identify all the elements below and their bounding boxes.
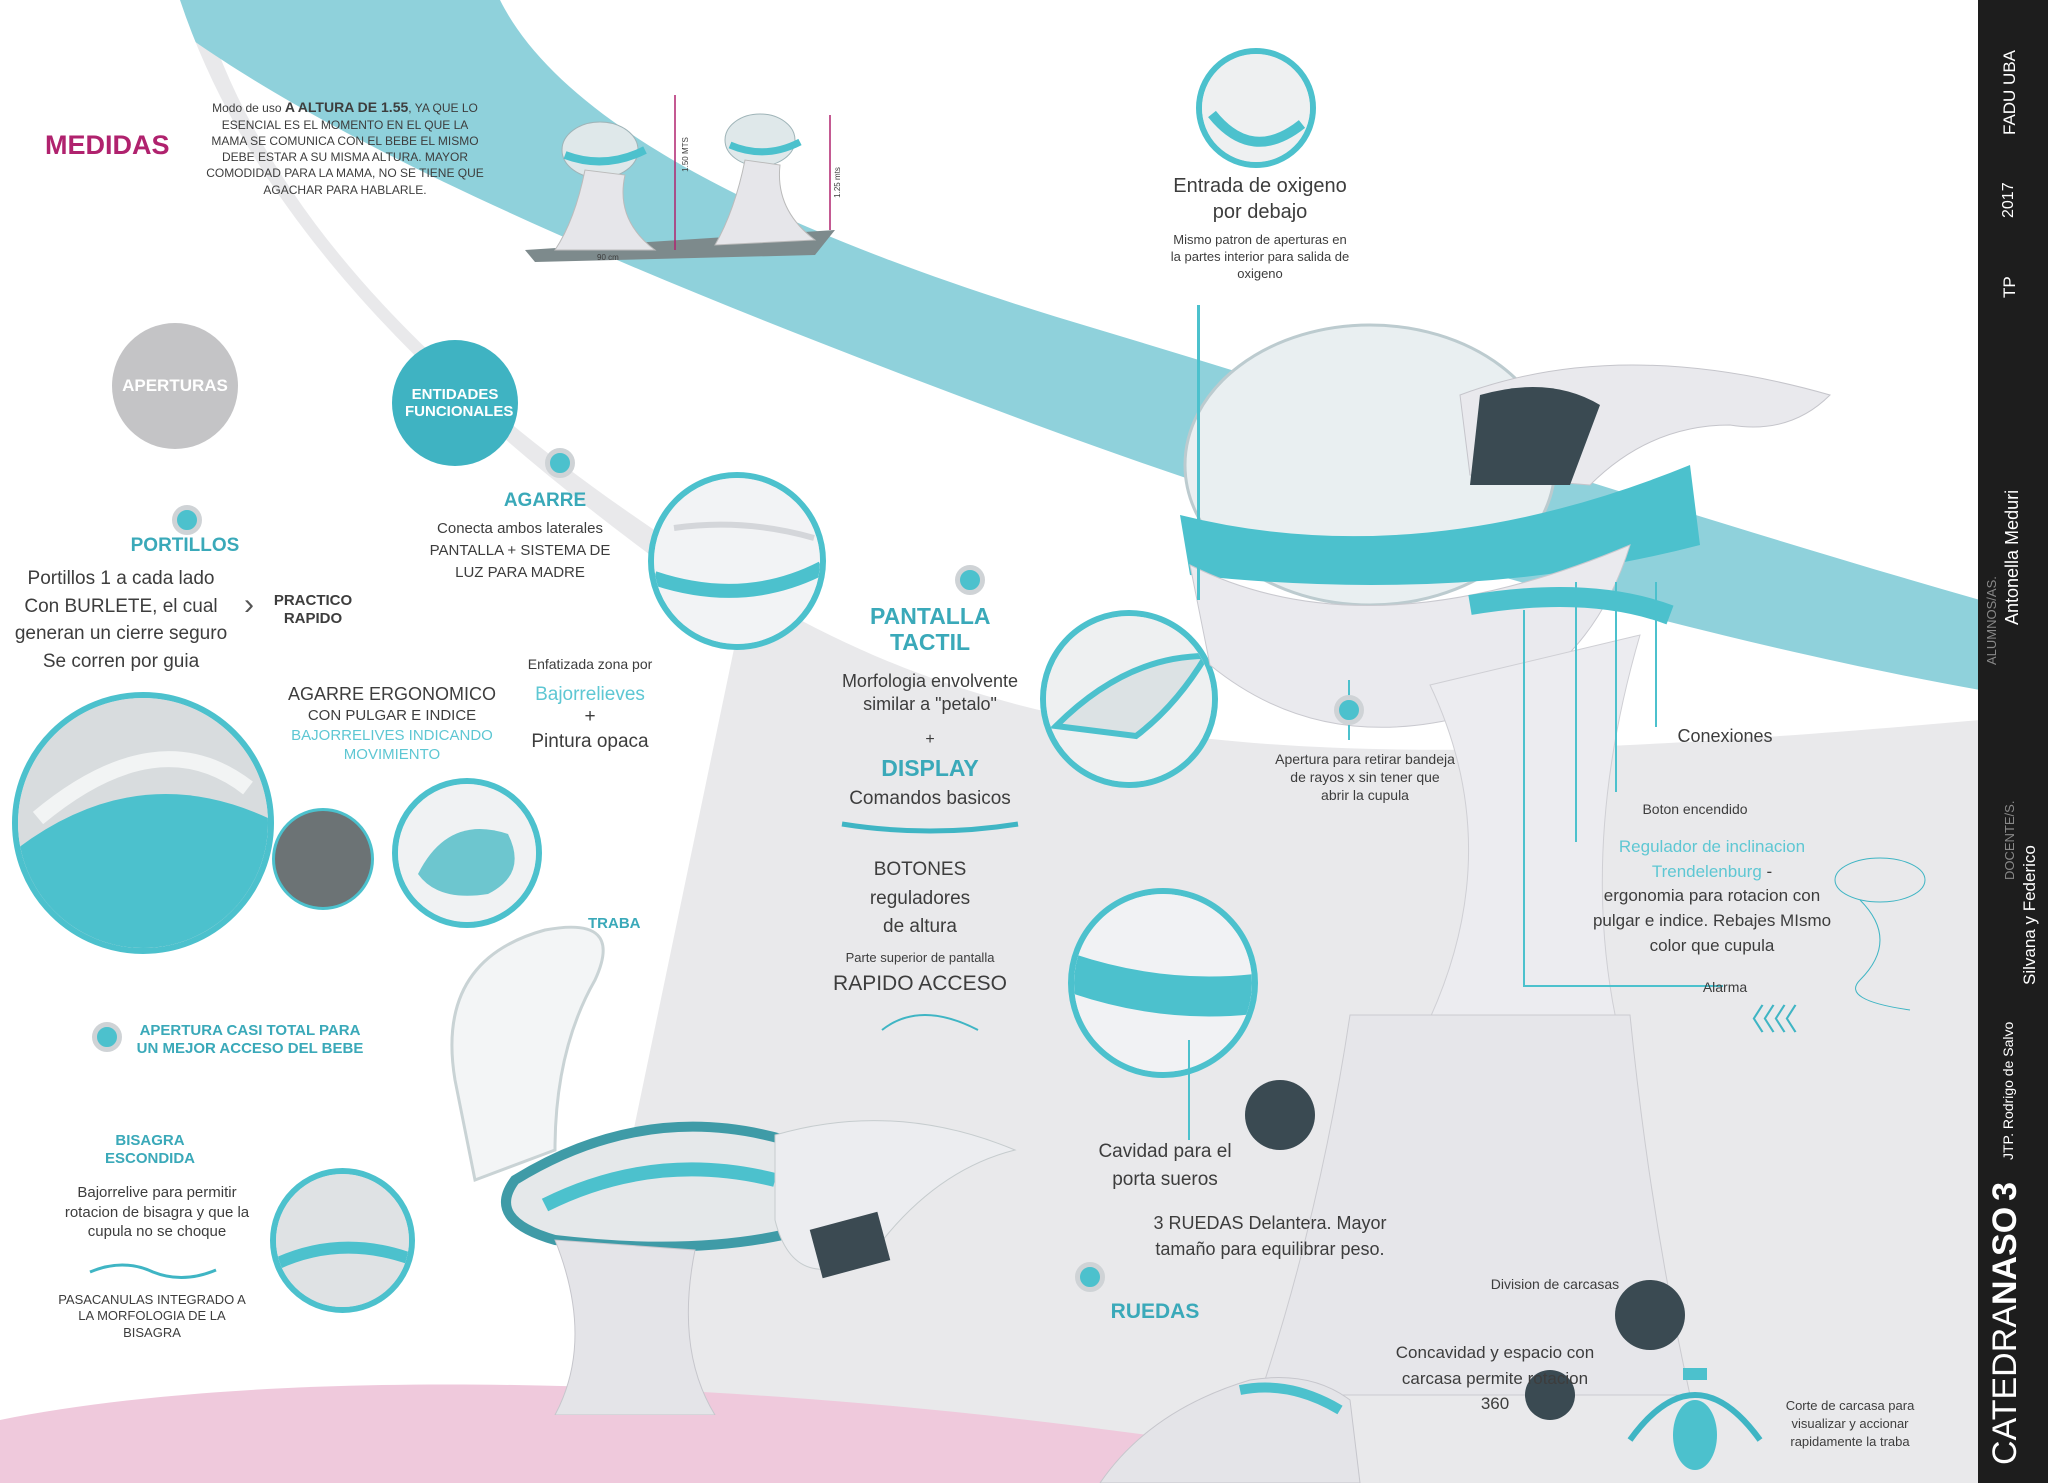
oxigeno-detail-image [1196, 48, 1316, 168]
sidebar-naso: NASO [1986, 1206, 2024, 1306]
portillo-detail-image [12, 692, 274, 954]
bisagra-description: Bajorrelive para permitir rotacion de bi… [64, 1184, 250, 1240]
bisagra-title: BISAGRA ESCONDIDA [104, 1132, 195, 1167]
sidebar-catedra: CATEDRA [1986, 1305, 2024, 1465]
portillos-description: Portillos 1 a cada lado Con BURLETE, el … [14, 568, 228, 672]
medidas-desc-pre: Modo de uso [212, 101, 285, 115]
alarm-detail-image [1068, 888, 1258, 1078]
grip-bas-relief-image [392, 778, 542, 928]
dimension-width: 90 cm [597, 253, 619, 262]
agarre-detail-image [648, 472, 826, 650]
aperturas-label: APERTURAS [122, 376, 228, 395]
ergonomico-line2: CON PULGAR E INDICE [307, 707, 477, 725]
portillos-arrow-icon: › [244, 588, 254, 621]
medidas-desc-post: , YA QUE LO ESENCIAL ES EL MOMENTO EN EL… [206, 101, 484, 197]
sidebar-catedra-logo: CATEDRANASO 3 [1986, 1182, 2025, 1465]
aperturas-badge: APERTURAS [112, 323, 238, 449]
alarm-wave-icon: 〈〈〈〈 [1735, 1004, 1798, 1037]
sidebar-fadu: FADU UBA [2000, 49, 2019, 135]
pantalla-description: Morfologia envolvente similar a "petalo" [841, 671, 1019, 715]
regulador-block: Regulador de inclinacion Trendelenburg -… [1582, 835, 1842, 958]
ruedas-dot [1075, 1262, 1105, 1292]
pantalla-detail-image [1040, 610, 1218, 788]
regulador-title: Regulador de inclinacion Trendelenburg [1618, 837, 1806, 881]
leader-regulador [1575, 582, 1577, 842]
carcasa-sketch [1627, 1368, 1763, 1470]
regulador-description: ergonomia para rotacion con pulgar e ind… [1592, 886, 1832, 955]
hinge-detail-image [270, 1168, 415, 1313]
ergonomico-line3: BAJORRELIVES INDICANDO MOVIMIENTO [291, 726, 493, 764]
oxigeno-description: Mismo patron de aperturas en la partes i… [1170, 232, 1350, 281]
leader-alarma-h [1523, 985, 1723, 987]
pantalla-plus: + [925, 731, 935, 748]
leader-cavidad [1188, 1040, 1190, 1140]
sidebar-tp: TP [2000, 276, 2019, 298]
regulador-sketch [1834, 857, 1926, 1011]
enfatizada-label: Enfatizada zona por [527, 656, 653, 672]
sidebar-docentes: Silvana y Federico [2020, 845, 2039, 985]
entidades-badge: ENTIDADES FUNCIONALES [392, 340, 518, 466]
division-label: Division de carcasas [1490, 1276, 1620, 1292]
conexiones-label: Conexiones [1677, 726, 1773, 746]
ergonomico-block: AGARRE ERGONOMICO CON PULGAR E INDICE BA… [262, 683, 522, 765]
medidas-title: MEDIDAS [45, 130, 170, 160]
ruedas-description: 3 RUEDAS Delantera. Mayor tamaño para eq… [1153, 1213, 1387, 1260]
ruedas-title: RUEDAS [1110, 1300, 1200, 1323]
agarre-dot [545, 448, 575, 478]
concavidad-label: Concavidad y espacio con carcasa permite… [1395, 1343, 1595, 1413]
open-incubator-render [450, 925, 1017, 1415]
wheel-render [1099, 1377, 1361, 1483]
main-incubator-render [1180, 323, 1831, 1420]
grip-thumb-image [272, 808, 374, 910]
petal-curve [841, 821, 1019, 834]
portillos-dot [172, 505, 202, 535]
boton-encendido-label: Boton encendido [1642, 801, 1748, 817]
sidebar-docentes-label: DOCENTE/S. [2002, 800, 2017, 880]
leader-conexiones [1655, 582, 1657, 727]
sidebar-year: 2017 [2000, 182, 2017, 218]
traba-label: TRABA [588, 915, 641, 932]
leader-oxigeno [1197, 305, 1200, 600]
agarre-title: AGARRE [503, 490, 587, 511]
leader-boton [1615, 582, 1617, 792]
medidas-desc-bold: A ALTURA DE 1.55 [284, 99, 409, 115]
apertura-total-label: APERTURA CASI TOTAL PARA UN MEJOR ACCESO… [136, 1022, 364, 1057]
agarre-plus: + [584, 706, 596, 727]
sidebar: FADU UBA 2017 TP ALUMNOS/AS. Antonella M… [1978, 0, 2048, 1483]
leader-alarma [1523, 610, 1525, 985]
sidebar-num: 3 [1986, 1181, 2024, 1201]
ergonomico-line1: AGARRE ERGONOMICO [287, 684, 497, 704]
rapido-acceso-label: RAPIDO ACCESO [833, 972, 1007, 995]
display-title: DISPLAY [881, 755, 979, 781]
rapido-curve [881, 1014, 979, 1031]
agarre-description: Conecta ambos laterales PANTALLA + SISTE… [429, 520, 611, 581]
pantalla-title: PANTALLA TACTIL [870, 603, 991, 656]
pintura-label: Pintura opaca [531, 731, 649, 752]
sidebar-alumnos: Antonella Meduri [2002, 489, 2022, 625]
parte-superior-label: Parte superior de pantalla [845, 950, 995, 965]
wave-divider [89, 1263, 217, 1280]
apertura-total-dot [92, 1022, 122, 1052]
alarma-label: Alarma [1702, 979, 1748, 995]
dimension-height-1: 1.50 MTS [680, 137, 690, 172]
corte-label: Corte de carcasa para visualizar y accio… [1785, 1398, 1915, 1450]
cavidad-label: Cavidad para el porta sueros [1098, 1141, 1232, 1190]
incubator-side-views [525, 95, 835, 262]
portillos-title: PORTILLOS [130, 535, 240, 556]
pasacanulas-label: PASACANULAS INTEGRADO A LA MORFOLOGIA DE… [58, 1292, 246, 1340]
oxigeno-title: Entrada de oxigeno por debajo [1173, 175, 1347, 223]
sidebar-alumnos-label: ALUMNOS/AS. [1984, 576, 1999, 665]
sidebar-jtp: JTP. Rodrigo de Salvo [2000, 1021, 2016, 1160]
practico-rapido: PRACTICO RAPIDO [273, 592, 353, 627]
dimension-height-2: 1.25 mts [832, 167, 842, 198]
apertura-rayos-label: Apertura para retirar bandeja de rayos x… [1275, 751, 1455, 804]
botones-label: BOTONES reguladores de altura [869, 859, 971, 937]
pantalla-dot [955, 565, 985, 595]
medidas-description: Modo de uso A ALTURA DE 1.55, YA QUE LO … [205, 98, 485, 198]
comandos-label: Comandos basicos [849, 788, 1011, 809]
entidades-label: ENTIDADES FUNCIONALES [405, 385, 514, 420]
regulador-dash: - [1761, 861, 1773, 881]
rayos-dot [1334, 695, 1364, 725]
bajorrelieves-label: Bajorrelieves [535, 684, 645, 705]
